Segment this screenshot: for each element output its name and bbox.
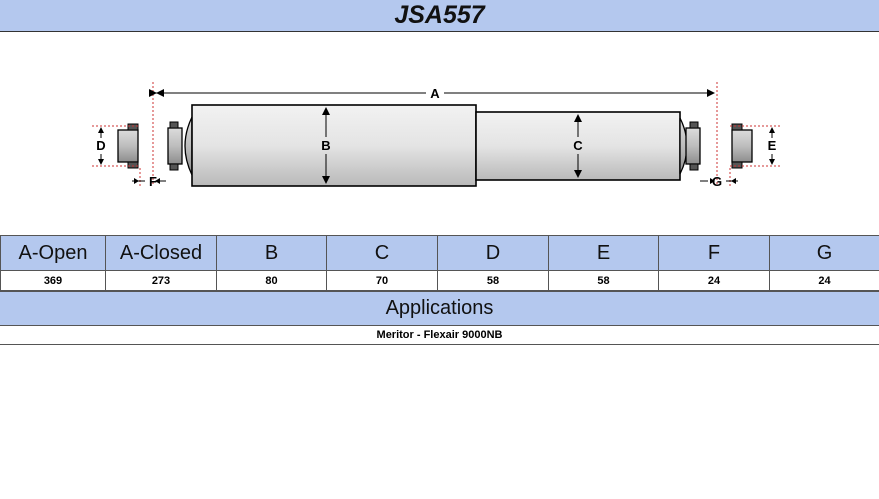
dimension-e: E: [768, 127, 777, 165]
label-f: F: [149, 174, 157, 189]
value-e: 58: [548, 270, 659, 291]
label-b: B: [321, 138, 330, 153]
value-a-open: 369: [0, 270, 106, 291]
outer-tube: [191, 104, 477, 187]
header-e: E: [548, 235, 659, 271]
dimensions-header-row: A-Open A-Closed B C D E F G: [0, 235, 879, 271]
right-mount: [679, 117, 701, 175]
dimensions-table: A-Open A-Closed B C D E F G 369 273 80 7…: [0, 235, 879, 291]
application-item: Meritor - Flexair 9000NB: [0, 325, 879, 345]
header-c: C: [326, 235, 438, 271]
label-c: C: [573, 138, 583, 153]
dimension-d: D: [96, 127, 106, 165]
header-d: D: [437, 235, 549, 271]
header-g: G: [769, 235, 879, 271]
dimensions-value-row: 369 273 80 70 58 58 24 24: [0, 270, 879, 291]
value-c: 70: [326, 270, 438, 291]
value-b: 80: [216, 270, 327, 291]
title-bar: JSA557: [0, 0, 879, 32]
applications-header: Applications: [0, 291, 879, 326]
value-d: 58: [437, 270, 549, 291]
part-number-title: JSA557: [394, 1, 485, 29]
dimension-g: G: [700, 174, 738, 189]
label-e: E: [768, 138, 777, 153]
label-g: G: [712, 174, 722, 189]
left-mount: [167, 116, 193, 176]
left-eyelet: [117, 123, 139, 169]
header-a-closed: A-Closed: [105, 235, 217, 271]
header-a-open: A-Open: [0, 235, 106, 271]
dimension-f: F: [132, 174, 166, 189]
dimension-c: C: [573, 114, 583, 178]
dimension-b: B: [321, 107, 331, 184]
right-eyelet: [731, 123, 753, 169]
label-a: A: [430, 86, 440, 101]
extension-lines: [92, 82, 780, 186]
value-g: 24: [769, 270, 879, 291]
value-a-closed: 273: [105, 270, 217, 291]
dimension-a: A: [149, 86, 715, 101]
value-f: 24: [658, 270, 770, 291]
label-d: D: [96, 138, 105, 153]
header-b: B: [216, 235, 327, 271]
header-f: F: [658, 235, 770, 271]
shock-absorber-diagram: A B C D: [0, 32, 879, 232]
